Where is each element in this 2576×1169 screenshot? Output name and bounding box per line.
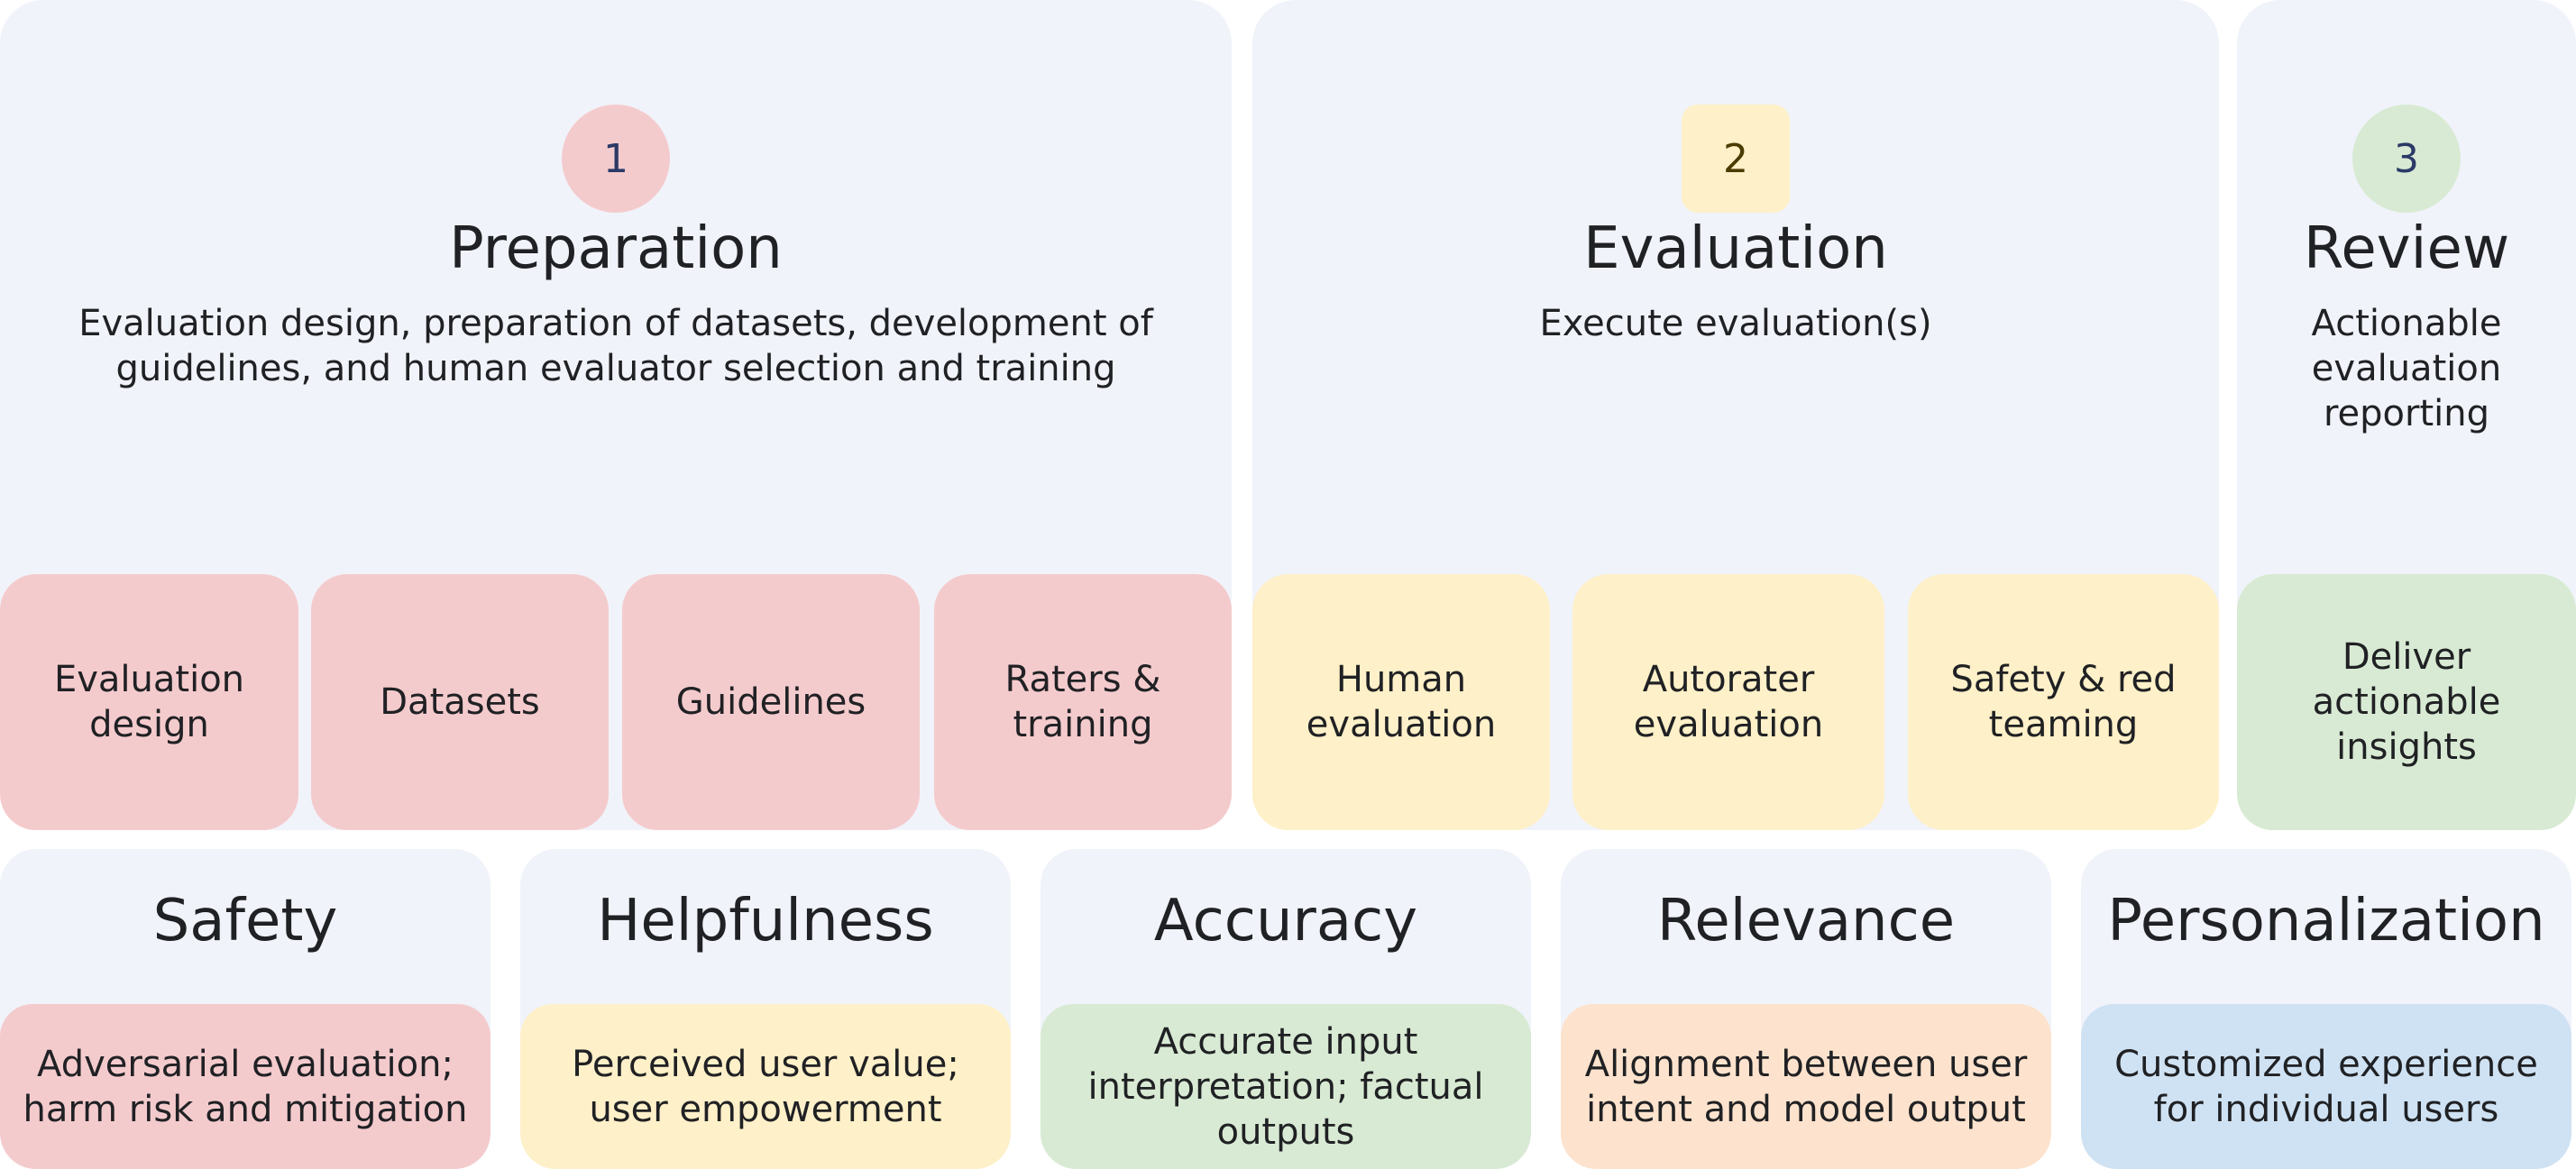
dimension-accuracy: Accuracy Accurate input interpretation; … (1040, 849, 1531, 1169)
step-safety-red-teaming: Safety & red teaming (1908, 574, 2219, 830)
dimension-title: Helpfulness (597, 888, 934, 954)
dimension-description: Perceived user value; user empowerment (520, 1004, 1011, 1169)
dimension-title: Relevance (1656, 888, 1956, 954)
step-raters-training: Raters & training (934, 574, 1232, 830)
stage-title: Review (2303, 215, 2510, 282)
dimension-relevance: Relevance Alignment between user intent … (1561, 849, 2051, 1169)
dimension-title: Personalization (2107, 888, 2545, 954)
dimension-description: Alignment between user intent and model … (1561, 1004, 2051, 1169)
dimension-title: Accuracy (1153, 888, 1418, 954)
stage-number-badge: 3 (2352, 105, 2461, 213)
step-evaluation-design: Evaluation design (0, 574, 298, 830)
dimension-description: Adversarial evaluation; harm risk and mi… (0, 1004, 490, 1169)
stage-description: Execute evaluation(s) (1539, 303, 1932, 344)
dimension-personalization: Personalization Customized experience fo… (2081, 849, 2571, 1169)
stage-number-badge: 2 (1682, 105, 1790, 213)
dimension-description: Accurate input interpretation; factual o… (1040, 1004, 1531, 1169)
step-deliver-insights: Deliver actionable insights (2237, 574, 2576, 830)
dimension-safety: Safety Adversarial evaluation; harm risk… (0, 849, 490, 1169)
step-guidelines: Guidelines (622, 574, 920, 830)
step-datasets: Datasets (311, 574, 609, 830)
step-human-evaluation: Human evaluation (1252, 574, 1550, 830)
stage-description: Evaluation design, preparation of datase… (78, 303, 1153, 389)
stage-number-badge: 1 (562, 105, 670, 213)
dimension-helpfulness: Helpfulness Perceived user value; user e… (520, 849, 1011, 1169)
dimension-description: Customized experience for individual use… (2081, 1004, 2571, 1169)
stage-title: Preparation (449, 215, 783, 282)
stage-title: Evaluation (1583, 215, 1888, 282)
step-autorater-evaluation: Autorater evaluation (1572, 574, 1884, 830)
dimension-title: Safety (152, 888, 338, 954)
stage-description: Actionable evaluation reporting (2311, 303, 2502, 434)
